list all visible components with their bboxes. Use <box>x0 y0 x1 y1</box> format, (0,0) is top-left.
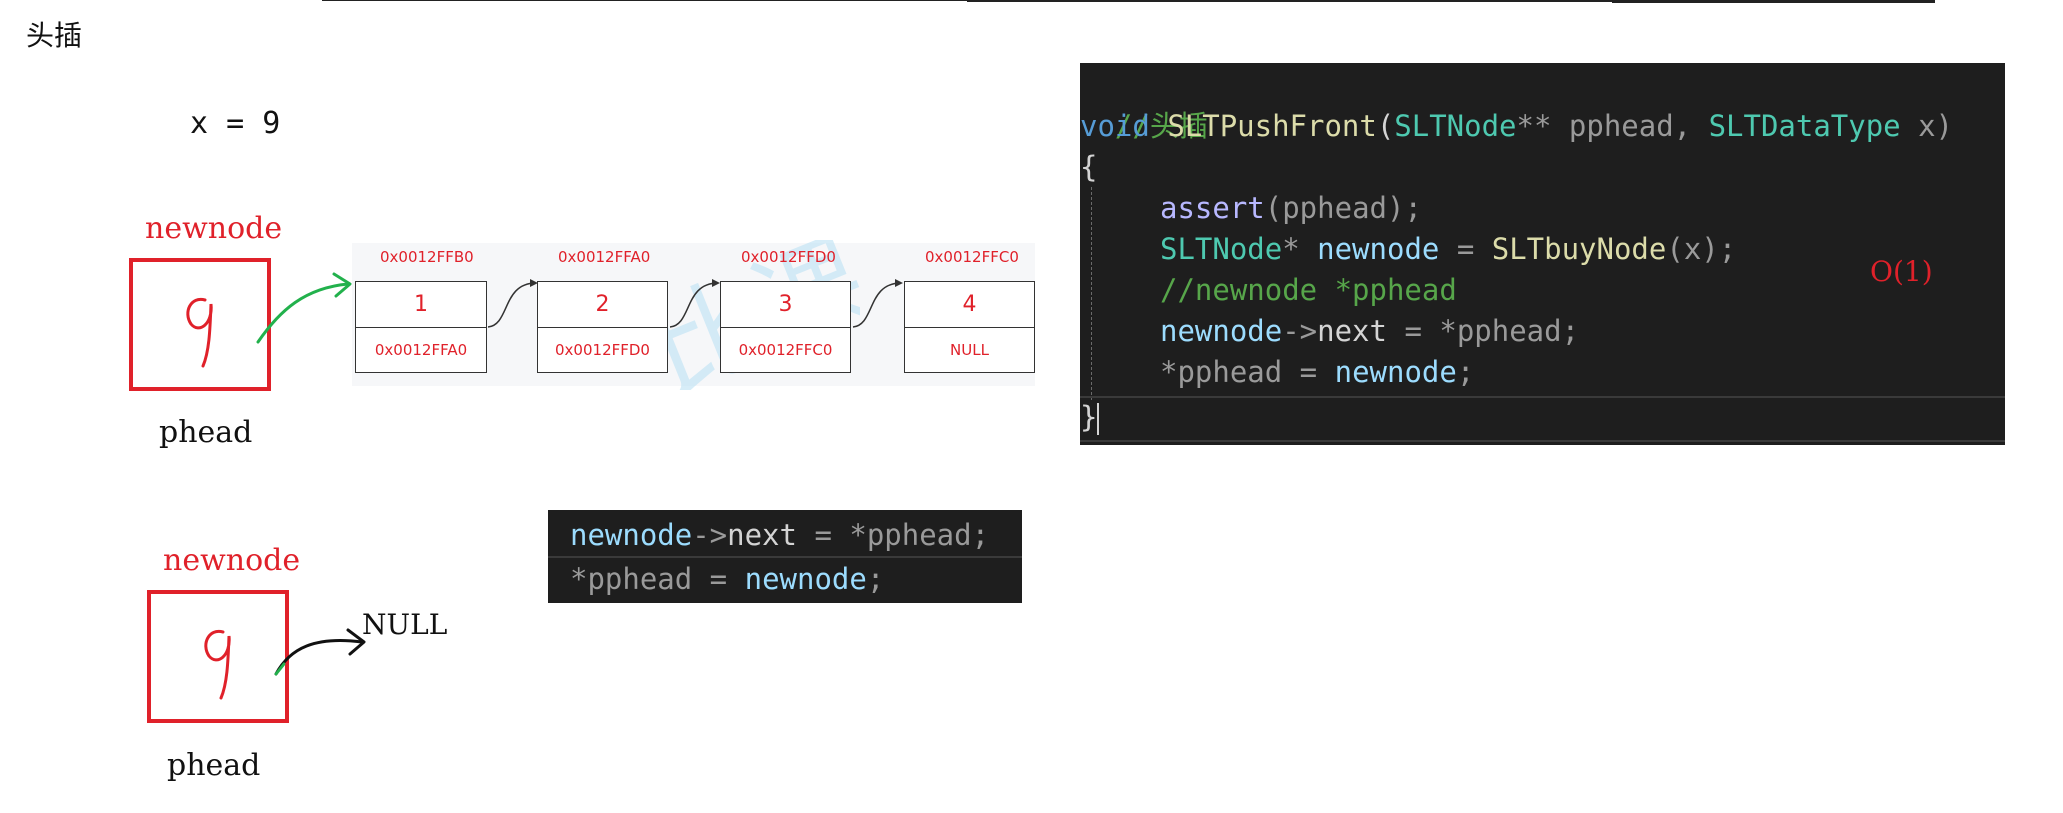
top-rule-1 <box>322 0 967 1</box>
newnode-box-top <box>129 258 271 391</box>
list-connectors <box>487 279 903 328</box>
node-next-4: NULL <box>950 341 989 359</box>
code-line-next: newnode->next = *pphead; <box>1160 314 1580 348</box>
code-line-brace-close: } <box>1080 400 1100 435</box>
list-node-3: 3 0x0012FFC0 <box>720 281 851 373</box>
node-next-2: 0x0012FFD0 <box>555 341 650 359</box>
node-value-4: 4 <box>905 282 1034 328</box>
phead-label-bottom: phead <box>167 748 261 783</box>
node-address-2: 0x0012FFA0 <box>558 248 651 266</box>
code-line-buynode: SLTNode* newnode = SLTbuyNode(x); <box>1160 232 1737 266</box>
x-assignment: x = 9 <box>190 106 281 141</box>
node-next-1: 0x0012FFA0 <box>374 341 468 359</box>
indent-guide <box>1091 187 1092 400</box>
node-value-1: 1 <box>356 282 486 328</box>
node-address-3: 0x0012FFD0 <box>741 248 836 266</box>
node-value-2: 2 <box>538 282 667 328</box>
code-line-signature: void SLTPushFront(SLTNode** pphead, SLTD… <box>1080 109 1954 143</box>
node-value-3: 3 <box>721 282 850 328</box>
snippet-line-pphead: *pphead = newnode; <box>570 562 885 596</box>
node-address-4: 0x0012FFC0 <box>925 248 1019 266</box>
code-editor <box>1080 63 2005 445</box>
current-line-highlight <box>1080 396 2005 442</box>
code-snippet: newnode->next = *pphead; *pphead = newno… <box>548 510 1022 603</box>
list-node-4: 4 NULL <box>904 281 1035 373</box>
list-node-2: 2 0x0012FFD0 <box>537 281 668 373</box>
code-line-pphead: *pphead = newnode; <box>1160 355 1475 389</box>
code-line-brace-open: { <box>1080 150 1098 184</box>
page-title: 头插 <box>26 19 83 52</box>
code-line-comment2: //newnode *pphead <box>1160 273 1457 307</box>
code-line-comment: //头插 <box>1114 109 1208 143</box>
text-cursor <box>1097 403 1100 435</box>
code-line-assert: assert(pphead); <box>1160 191 1422 225</box>
node-next-3: 0x0012FFC0 <box>738 341 833 359</box>
connector-1-2 <box>487 282 537 328</box>
green-arrow-icon <box>256 272 352 344</box>
connector-3-4 <box>852 282 902 328</box>
connector-2-3 <box>669 282 719 328</box>
top-rule-2 <box>967 0 1612 2</box>
newnode-label-bottom: newnode <box>163 543 301 578</box>
phead-label-top: phead <box>159 415 253 450</box>
complexity-label: O(1) <box>1870 255 1933 288</box>
null-label: NULL <box>362 608 448 641</box>
black-arrow-icon <box>274 628 366 676</box>
snippet-line-next: newnode->next = *pphead; <box>570 518 990 552</box>
newnode-value-9-top <box>186 297 213 368</box>
snippet-divider <box>548 556 1022 558</box>
newnode-box-bottom <box>147 590 289 723</box>
newnode-label-top: newnode <box>145 211 283 246</box>
top-rule-3 <box>1612 0 1935 3</box>
node-address-1: 0x0012FFB0 <box>380 248 474 266</box>
newnode-value-9-bottom <box>204 629 231 700</box>
list-node-1: 1 0x0012FFA0 <box>355 281 487 373</box>
